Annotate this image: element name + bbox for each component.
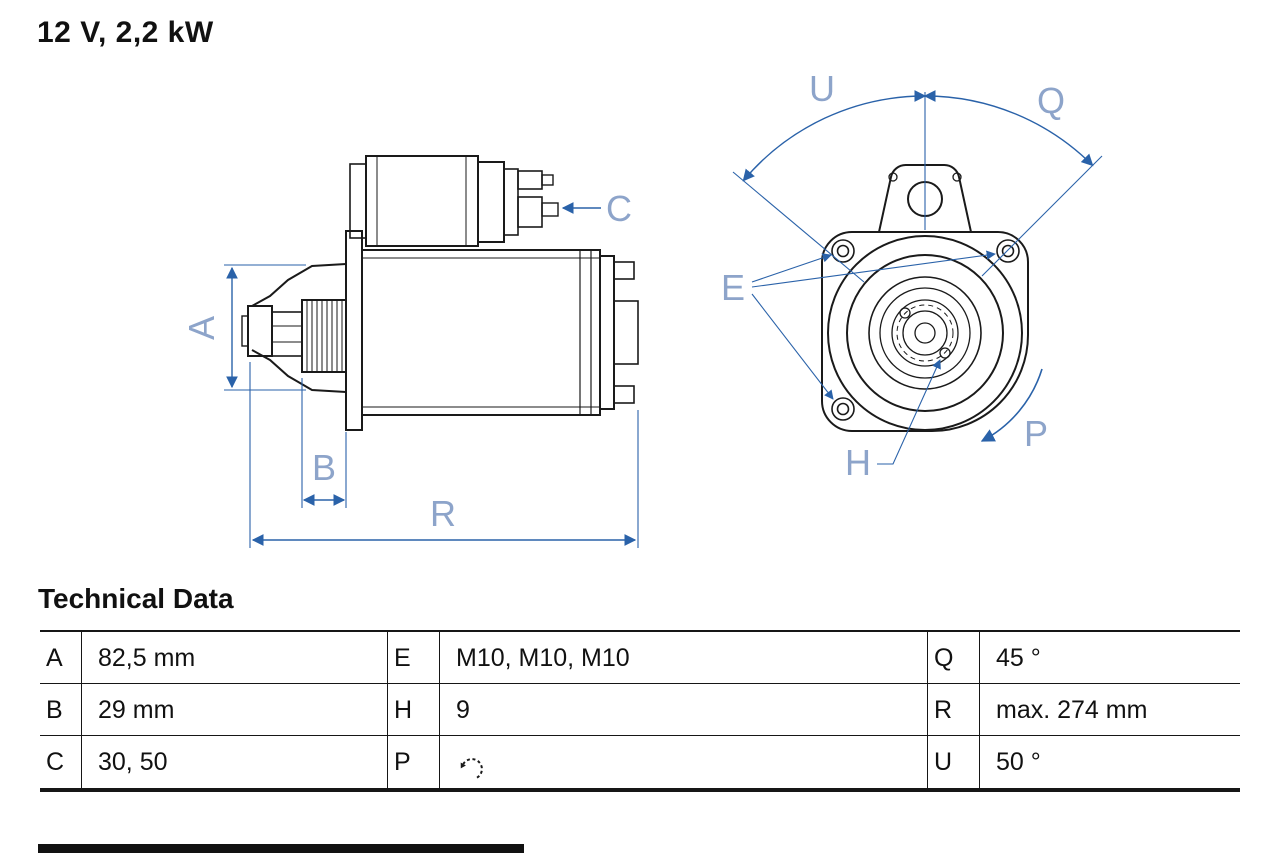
cell-C-key: C: [40, 736, 82, 788]
motor-body: [361, 249, 601, 416]
cell-R-value: max. 274 mm: [980, 684, 1240, 736]
side-view: [241, 155, 639, 431]
starter-motor-drawing: A B C R U Q E H P: [181, 68, 1103, 548]
cell-B-key: B: [40, 684, 82, 736]
dimension-labels: A B C R U Q E H P: [181, 68, 1065, 534]
technical-data-heading: Technical Data: [38, 583, 234, 614]
bottom-bar: [38, 844, 524, 853]
mounting-holes: [831, 239, 1020, 421]
drive-end-housing: [241, 263, 347, 393]
dim-label-R: R: [430, 493, 456, 534]
leader-E-1: [751, 253, 832, 283]
dim-label-H: H: [845, 442, 871, 483]
front-flange-plate: [821, 231, 1029, 432]
solenoid: [349, 155, 559, 247]
cell-R-key: R: [928, 684, 980, 736]
cell-P-value: [440, 736, 928, 788]
dim-label-B: B: [312, 447, 336, 488]
cell-Q-value: 45 °: [980, 632, 1240, 684]
cell-Q-key: Q: [928, 632, 980, 684]
cell-H-value: 9: [440, 684, 928, 736]
cell-E-key: E: [388, 632, 440, 684]
rotation-direction-icon: [460, 757, 483, 779]
rotation-arrow: [980, 368, 1043, 442]
flange-plate: [345, 230, 363, 431]
cell-A-key: A: [40, 632, 82, 684]
cell-P-key: P: [388, 736, 440, 788]
dim-label-U: U: [809, 68, 835, 109]
page-title: 12 V, 2,2 kW: [37, 16, 214, 49]
cell-U-key: U: [928, 736, 980, 788]
dim-label-P: P: [1024, 413, 1048, 454]
leader-E-2: [751, 293, 834, 400]
housing-circles: [827, 235, 1023, 431]
leader-E-3: [751, 250, 996, 288]
dim-label-Q: Q: [1037, 80, 1065, 121]
cell-C-value: 30, 50: [82, 736, 388, 788]
dim-U-arc: [742, 90, 927, 182]
cell-U-value: 50 °: [996, 748, 1041, 776]
cell-E-value: M10, M10, M10: [440, 632, 928, 684]
technical-data-table: A 82,5 mm E M10, M10, M10 Q 45 ° B 29 mm…: [40, 630, 1240, 792]
dimension-lines: [224, 90, 1103, 548]
dim-Q-arc: [923, 90, 1094, 167]
dim-label-A: A: [181, 316, 222, 340]
cell-H-key: H: [388, 684, 440, 736]
cell-A-value: 82,5 mm: [82, 632, 388, 684]
leader-H: [877, 359, 941, 465]
dim-label-E: E: [721, 267, 745, 308]
dim-label-C: C: [606, 188, 632, 229]
pinion-gear: [301, 299, 347, 373]
cell-B-value: 29 mm: [82, 684, 388, 736]
